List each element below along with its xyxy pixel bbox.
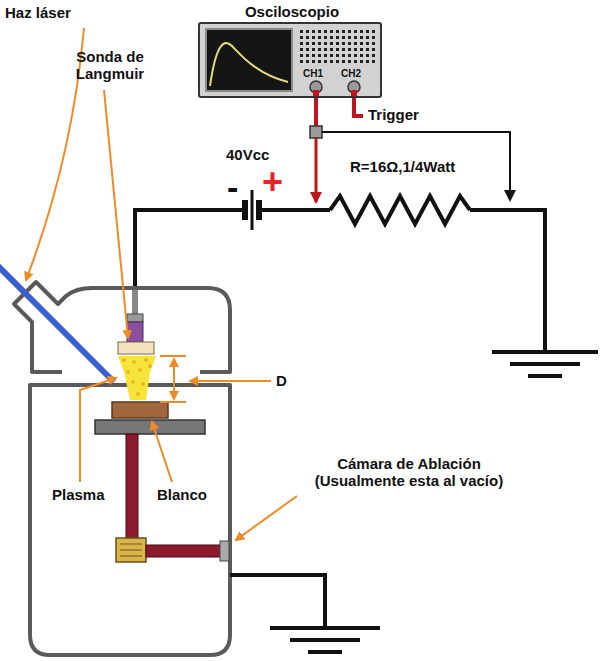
component-label: Cámara de Ablación (Usualmente esta al v… [300,455,518,490]
channel-label: CH2 [341,68,361,80]
signal-label: Trigger [368,106,419,123]
oscilloscope-face [200,24,380,96]
oscilloscope: OsciloscopioCH1CH2 [198,22,382,98]
circuit-wire [135,196,545,352]
ablation-chamber [14,282,230,655]
dimension-label: D [276,372,287,389]
laser-beam [0,248,114,382]
component-label: Haz láser [5,4,71,21]
component-label: Plasma [52,486,105,503]
device-title: Osciloscopio [200,3,384,20]
leader-line [26,28,297,540]
component-label: Sonda de Langmuir [58,48,162,83]
component-label: Blanco [157,486,207,503]
resistor-value: R=16Ω,1/4Watt [350,158,455,175]
polarity-sign: - [227,170,238,204]
ground-symbol [230,575,380,652]
target-holder [95,402,229,562]
voltage-value: 40Vcc [226,146,269,163]
channel-label: CH1 [303,68,323,80]
polarity-sign: + [262,164,283,200]
distance-dimension [160,356,186,402]
plasma-plume [118,356,156,400]
ground-symbol [492,352,598,376]
battery-symbol [245,190,259,230]
probe-lead [310,98,510,202]
